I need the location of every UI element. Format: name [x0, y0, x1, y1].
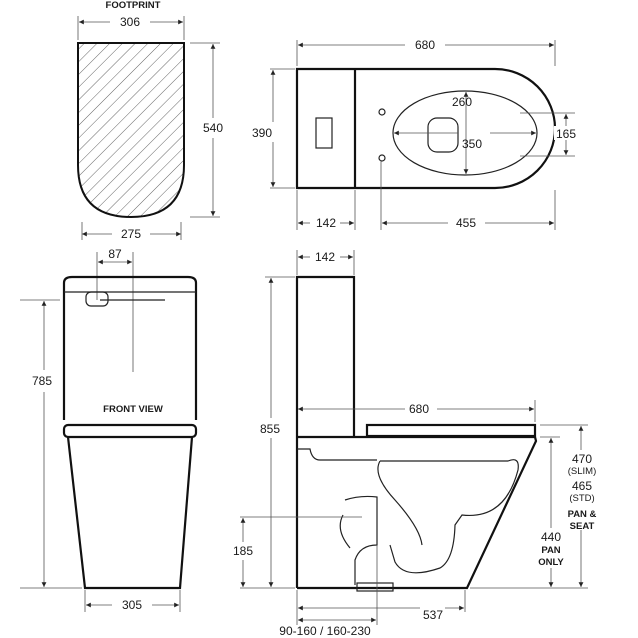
flush-button-front — [85, 291, 109, 307]
button-offset: 87 — [108, 247, 122, 261]
footprint-width-top: 306 — [120, 15, 140, 29]
slim-label: (SLIM) — [568, 466, 597, 477]
front-view-title: FRONT VIEW — [103, 404, 163, 415]
base-width: 305 — [122, 598, 142, 612]
set-out: 90-160 / 160-230 — [279, 624, 371, 638]
front-view: 87 FRONT VIEW 785 305 — [20, 247, 198, 612]
footprint-title: FOOTPRINT — [106, 0, 161, 11]
footprint-height: 540 — [203, 121, 223, 135]
pan-only-label-1: PAN — [541, 545, 560, 556]
std-label: (STD) — [569, 493, 594, 504]
bowl-outlet — [427, 117, 459, 153]
seat-opening — [392, 90, 538, 176]
flush-button — [315, 117, 333, 149]
pan-seat-label-1: PAN & — [568, 509, 597, 520]
footprint-view: FOOTPRINT 306 540 275 — [77, 0, 223, 241]
pan-height: 440 — [541, 530, 561, 544]
seat-side — [365, 423, 537, 438]
seat-height-std: 465 — [572, 479, 592, 493]
seat-height-slim: 470 — [572, 452, 592, 466]
top-length: 680 — [415, 38, 435, 52]
side-length: 680 — [409, 402, 429, 416]
pan-only-label-2: ONLY — [538, 557, 564, 568]
tank-depth-side: 142 — [315, 250, 335, 264]
side-view: 142 680 185 855 537 90-160 / 160-230 470… — [233, 250, 597, 638]
seat-length: 350 — [462, 137, 482, 151]
seat-inner: 260 — [452, 95, 472, 109]
top-width: 390 — [252, 126, 272, 140]
seat-width: 165 — [556, 127, 576, 141]
footprint-shape — [77, 42, 185, 219]
top-outline — [295, 67, 557, 190]
seat-front — [62, 423, 198, 439]
outlet-height: 185 — [233, 544, 253, 558]
side-height: 855 — [260, 422, 280, 436]
tank-depth-top: 142 — [316, 216, 336, 230]
footprint-width-bottom: 275 — [121, 227, 141, 241]
pan-length: 455 — [456, 216, 476, 230]
base-length: 537 — [423, 608, 443, 622]
top-view: 680 390 260 350 165 142 455 — [252, 38, 580, 230]
front-height: 785 — [32, 374, 52, 388]
pan-seat-label-2: SEAT — [570, 521, 595, 532]
